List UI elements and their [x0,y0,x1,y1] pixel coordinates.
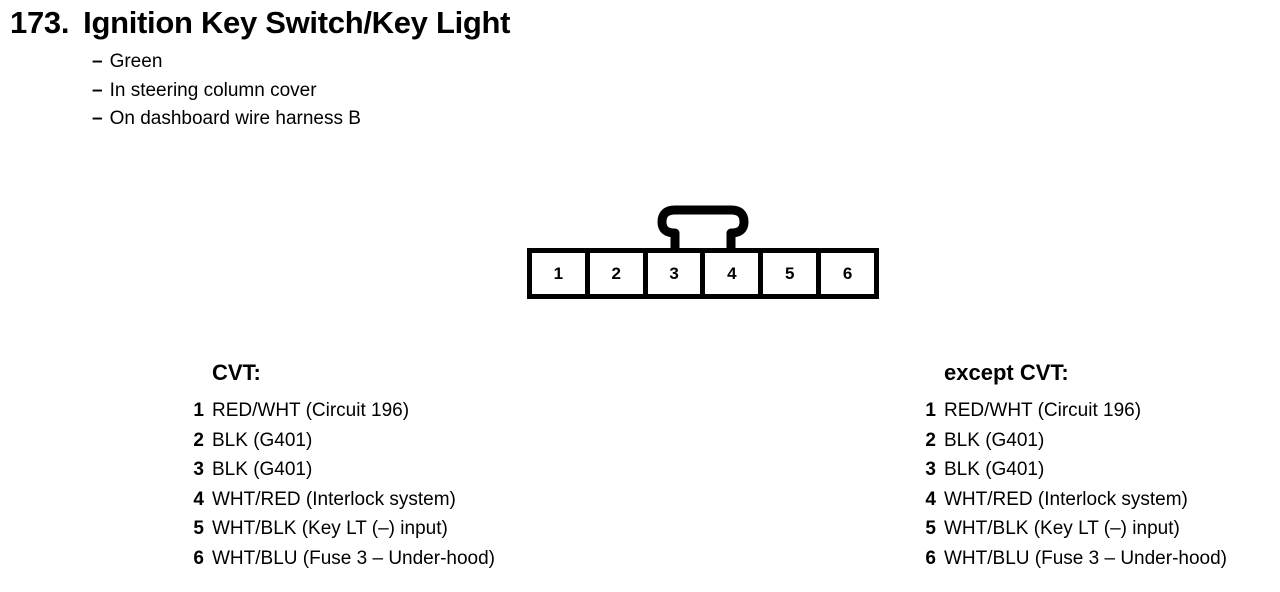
legend-heading: except CVT: [944,360,1069,385]
legend-row: 2 BLK (G401) [186,426,495,456]
legend-pin-description: RED/WHT (Circuit 196) [944,400,1142,421]
legend-pin-number: 5 [925,518,936,540]
legend-row: 4 WHT/RED (Interlock system) [918,485,1227,515]
legend-pin-number: 4 [193,488,204,510]
legend-pin-number: 5 [193,518,204,540]
bullet-item: –On dashboard wire harness B [92,105,1270,134]
pin-cell: 1 [532,253,590,294]
legend-row: 6 WHT/BLU (Fuse 3 – Under-hood) [186,544,495,574]
legend-row: 5 WHT/BLK (Key LT (–) input) [186,514,495,544]
legend-pin-number: 3 [925,459,936,481]
legend-except-cvt: except CVT: 1 RED/WHT (Circuit 196) 2 BL… [918,358,1227,574]
legend-heading: CVT: [212,360,261,385]
legend-row-list: 1 RED/WHT (Circuit 196) 2 BLK (G401) 3 B… [186,396,495,574]
legend-pin-description: WHT/BLK (Key LT (–) input) [944,518,1180,540]
page-header: 173. Ignition Key Switch/Key Light –Gree… [10,4,1270,134]
dash-icon: – [92,108,103,129]
section-title: Ignition Key Switch/Key Light [83,5,511,40]
connector-diagram: 1 2 3 4 5 6 [527,205,879,299]
legend-pin-number: 2 [925,429,936,451]
legend-pin-description: WHT/BLU (Fuse 3 – Under-hood) [212,547,495,569]
legend-pin-number: 3 [193,459,204,481]
bullet-label: On dashboard wire harness B [109,108,361,129]
bullet-item: –Green [92,48,1270,77]
dash-icon: – [92,51,103,72]
legend-pin-description: BLK (G401) [944,459,1045,481]
legend-pin-description: BLK (G401) [212,429,313,451]
bullet-label: In steering column cover [109,79,317,101]
bullet-item: –In steering column cover [92,77,1270,106]
legend-pin-description: WHT/RED (Interlock system) [944,488,1188,510]
section-number: 173. [10,5,70,40]
connector-pin-row: 1 2 3 4 5 6 [527,248,879,299]
legend-row: 5 WHT/BLK (Key LT (–) input) [918,514,1227,544]
locking-tab-icon [657,205,749,253]
legend-pin-description: WHT/BLU (Fuse 3 – Under-hood) [944,547,1227,569]
legend-pin-number: 6 [193,547,204,569]
legend-row: 3 BLK (G401) [186,455,495,485]
legend-pin-number: 2 [193,429,204,451]
legend-row: 1 RED/WHT (Circuit 196) [186,396,495,426]
pin-cell: 5 [763,253,822,294]
pin-cell: 3 [647,253,706,294]
legend-row: 1 RED/WHT (Circuit 196) [918,396,1227,426]
legend-pin-number: 1 [193,400,204,421]
pin-cell: 6 [821,253,874,294]
legend-row-list: 1 RED/WHT (Circuit 196) 2 BLK (G401) 3 B… [918,396,1227,574]
legend-row: 3 BLK (G401) [918,455,1227,485]
legend-pin-description: BLK (G401) [212,459,313,481]
legend-row: 2 BLK (G401) [918,426,1227,456]
pin-cell: 4 [705,253,764,294]
legend-row: 6 WHT/BLU (Fuse 3 – Under-hood) [918,544,1227,574]
description-bullet-list: –Green –In steering column cover –On das… [92,48,1270,134]
legend-pin-description: BLK (G401) [944,429,1045,451]
legend-pin-number: 6 [925,547,936,569]
legend-pin-number: 1 [925,400,936,421]
legend-pin-description: RED/WHT (Circuit 196) [212,400,410,421]
legend-cvt: CVT: 1 RED/WHT (Circuit 196) 2 BLK (G401… [186,358,495,574]
bullet-label: Green [109,51,163,72]
legend-pin-number: 4 [925,488,936,510]
legend-pin-description: WHT/RED (Interlock system) [212,488,456,510]
dash-icon: – [92,79,103,101]
legend-pin-description: WHT/BLK (Key LT (–) input) [212,518,448,540]
pin-cell: 2 [589,253,648,294]
page-title: 173. Ignition Key Switch/Key Light [10,4,1270,42]
legend-row: 4 WHT/RED (Interlock system) [186,485,495,515]
